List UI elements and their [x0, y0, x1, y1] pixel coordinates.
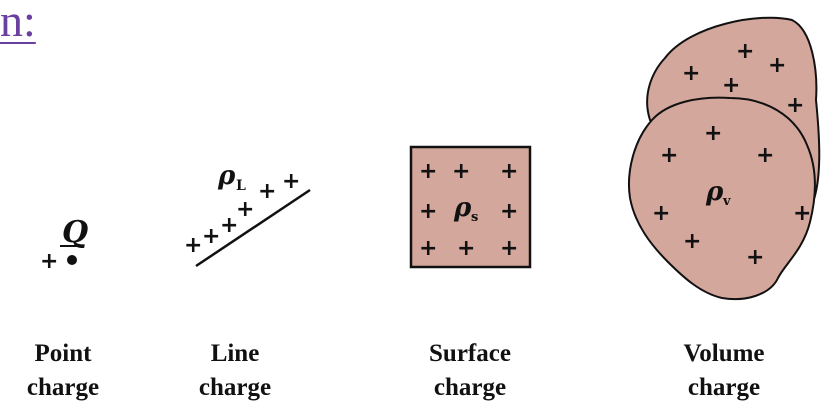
surface-charge-square [409, 145, 532, 269]
plus-sign: + [704, 121, 722, 146]
volume-charge-caption: Volume charge [654, 337, 794, 405]
plus-sign: + [236, 197, 254, 222]
point-charge-caption: Point charge [0, 337, 133, 405]
caption-line: Surface [429, 340, 511, 367]
plus-sign: + [500, 236, 518, 261]
point-charge-figure: + Q [40, 215, 88, 274]
volume-charge-symbol: ρ [705, 177, 724, 207]
caption-line: charge [198, 374, 272, 401]
plus-sign: + [683, 229, 701, 254]
plus-sign: + [786, 93, 804, 118]
plus-sign: + [40, 249, 58, 274]
plus-sign: + [220, 213, 238, 238]
caption-line: Volume [683, 340, 765, 367]
plus-sign: + [500, 199, 518, 224]
plus-sign: + [419, 236, 437, 261]
line-charge-symbol: ρ [217, 161, 236, 191]
surface-charge-subscript: s [471, 210, 478, 225]
line-charge-line [195, 188, 311, 268]
caption-line: Point [34, 340, 92, 367]
caption-line: charge [433, 374, 507, 401]
plus-sign: + [682, 61, 700, 86]
caption-line: Line [210, 340, 260, 367]
plus-sign: + [768, 53, 786, 78]
plus-sign: + [457, 236, 475, 261]
point-charge-dot [67, 255, 77, 265]
plus-sign: + [660, 143, 678, 168]
plus-sign: + [452, 159, 470, 184]
surface-charge-caption: Surface charge [400, 337, 540, 405]
volume-charge-subscript: v [722, 194, 731, 209]
page-heading: n: [0, 0, 36, 46]
volume-charge-figure: + + + + + + + + + + + + ρ v [628, 16, 821, 301]
plus-sign: + [258, 179, 276, 204]
line-charge-figure: + + + + + + ρ L [184, 161, 311, 268]
volume-front-blob [628, 96, 816, 301]
plus-sign: + [500, 159, 518, 184]
plus-sign: + [419, 199, 437, 224]
surface-charge-figure: + + + + + + + + ρ s [409, 145, 532, 269]
plus-sign: + [736, 39, 754, 64]
point-charge-symbol: Q [62, 215, 88, 250]
plus-sign: + [793, 201, 811, 226]
surface-charge-symbol: ρ [453, 193, 472, 223]
plus-sign: + [419, 159, 437, 184]
plus-sign: + [202, 224, 220, 249]
plus-sign: + [652, 201, 670, 226]
caption-line: charge [687, 374, 761, 401]
line-charge-subscript: L [236, 178, 246, 194]
plus-sign: + [722, 73, 740, 98]
caption-line: charge [26, 374, 100, 401]
plus-sign: + [184, 233, 202, 258]
line-charge-caption: Line charge [165, 337, 305, 405]
plus-sign: + [282, 169, 300, 194]
plus-sign: + [746, 245, 764, 270]
plus-sign: + [756, 143, 774, 168]
